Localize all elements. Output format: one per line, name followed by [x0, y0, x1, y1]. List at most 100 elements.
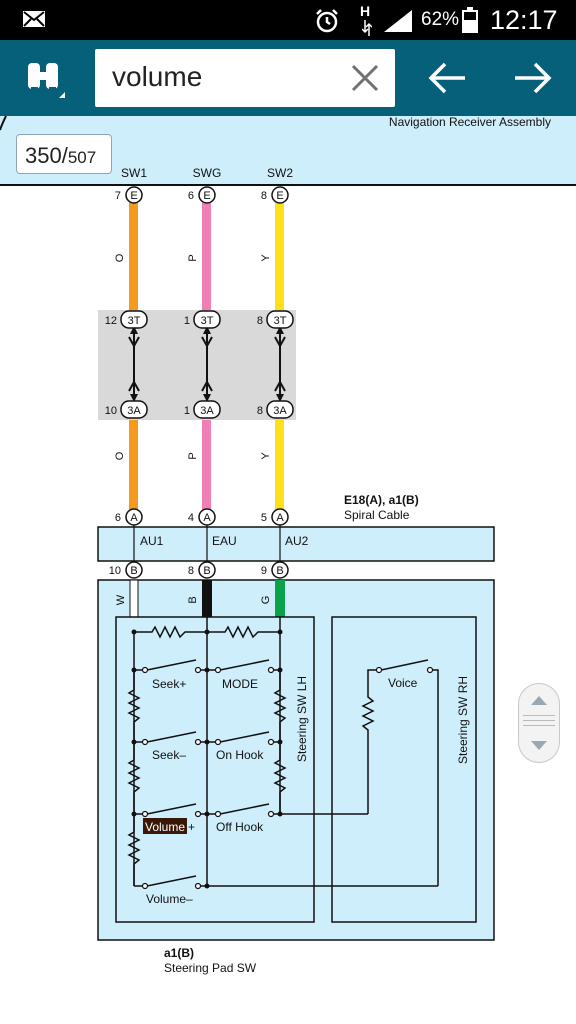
switch-label-voice: Voice: [388, 676, 418, 690]
switch-contacts: [141, 666, 275, 890]
wire-color-label: O: [114, 451, 126, 460]
steering-pad-panel: [97, 579, 495, 941]
connector-e: E 7 E 6 E 8: [115, 186, 289, 204]
junction-dots: [131, 629, 283, 889]
wire-color-label: Y: [260, 254, 272, 262]
svg-text:9: 9: [261, 565, 267, 577]
terminal-label-sw2: SW2: [267, 166, 293, 180]
wire-color-label: W: [115, 594, 127, 605]
toolbar: volume: [0, 40, 576, 116]
network-type: H: [360, 3, 371, 19]
svg-text:8: 8: [261, 190, 267, 202]
wire-color-label: Y: [260, 452, 272, 460]
scroll-grip: [523, 725, 555, 726]
junction-connector-3t: 3T 12 3T 1 3T 8: [105, 310, 294, 329]
assembly-title: Navigation Receiver Assembly: [389, 116, 551, 129]
signal-icon: [384, 10, 412, 32]
svg-text:3T: 3T: [128, 315, 141, 327]
junction-connector-3a: 3A 10 3A 1 3A 8: [105, 400, 294, 419]
arrow-left-icon[interactable]: [427, 61, 467, 95]
svg-text:B: B: [276, 565, 283, 577]
svg-text:1: 1: [184, 315, 190, 327]
svg-text:E: E: [276, 190, 283, 202]
wire-orange-upper: [129, 196, 138, 316]
svg-text:3A: 3A: [127, 405, 141, 417]
wire-yellow-upper: [275, 196, 284, 316]
switch-label-plus-sign: +: [188, 820, 195, 834]
svg-text:7: 7: [115, 190, 121, 202]
page-current: 350/507: [25, 143, 97, 168]
steering-sw-rh-label: Steering SW RH: [456, 676, 470, 764]
svg-text:10: 10: [109, 565, 121, 577]
wire-pink-lower: [202, 420, 211, 510]
steering-switch-lh: [115, 616, 438, 923]
wire-color-label: B: [187, 596, 199, 603]
spiral-cable-name: Spiral Cable: [344, 508, 410, 522]
wire-color-label: G: [260, 596, 272, 605]
data-arrows-icon: [362, 20, 372, 36]
terminal-label-swg: SWG: [193, 166, 222, 180]
search-input[interactable]: volume: [95, 49, 395, 107]
binoculars-icon[interactable]: [25, 58, 67, 100]
wire-black: [202, 580, 212, 617]
svg-text:E: E: [130, 190, 137, 202]
svg-text:EAU: EAU: [212, 534, 237, 548]
svg-text:3A: 3A: [200, 405, 214, 417]
svg-text:A: A: [130, 512, 138, 524]
wire-color-label: P: [187, 254, 199, 261]
wire-color-label: O: [114, 253, 126, 262]
rh-switch-contacts: [375, 666, 434, 674]
switch-label-on-hook: On Hook: [216, 748, 264, 762]
switch-label-volume-minus: Volume–: [146, 892, 193, 906]
switch-label-volume-plus: Volume: [145, 820, 185, 834]
steering-pad-ref: a1(B): [164, 946, 194, 960]
terminal-label-sw1: SW1: [121, 166, 147, 180]
svg-text:B: B: [130, 565, 137, 577]
switch-label-mode: MODE: [222, 677, 258, 691]
wire-white: [129, 579, 139, 618]
svg-text:8: 8: [257, 405, 263, 417]
page-total: 507: [67, 148, 97, 167]
steering-pad-name: Steering Pad SW: [164, 961, 257, 975]
connector-b: B 10 B 8 B 9: [109, 561, 289, 579]
svg-text:6: 6: [115, 512, 121, 524]
svg-text:12: 12: [105, 315, 117, 327]
svg-text:A: A: [203, 512, 211, 524]
wire-yellow-lower: [275, 420, 284, 510]
clock: 12:17: [490, 5, 558, 35]
message-icon: [23, 11, 45, 27]
svg-text:1: 1: [184, 405, 190, 417]
chevron-up-icon[interactable]: [529, 694, 549, 706]
search-input-value: volume: [112, 61, 203, 92]
steering-switch-rh: [331, 616, 477, 923]
svg-text:4: 4: [188, 512, 194, 524]
chevron-down-icon[interactable]: [529, 740, 549, 752]
svg-text:B: B: [203, 565, 210, 577]
page-scroll-control[interactable]: [518, 683, 560, 763]
svg-text:10: 10: [105, 405, 117, 417]
status-bar: H 62% 12:17: [0, 0, 576, 40]
search-highlight: [143, 818, 187, 834]
svg-text:AU2: AU2: [285, 534, 309, 548]
svg-text:3T: 3T: [201, 315, 214, 327]
page-counter[interactable]: 350/507: [16, 134, 112, 174]
connector-a: A 6 A 4 A 5: [115, 508, 289, 526]
switch-label-seek-plus: Seek+: [152, 677, 186, 691]
battery-icon: [462, 7, 478, 33]
wire-pink-upper: [202, 196, 211, 316]
switch-label-off-hook: Off Hook: [216, 820, 264, 834]
svg-text:E: E: [203, 190, 210, 202]
scroll-grip: [523, 720, 555, 721]
close-icon[interactable]: [351, 64, 379, 92]
svg-text:8: 8: [257, 315, 263, 327]
battery-percent: 62%: [421, 9, 460, 30]
spiral-cable-box: AU1 EAU AU2: [97, 525, 495, 562]
spiral-cable-ref: E18(A), a1(B): [344, 493, 419, 507]
svg-text:8: 8: [188, 565, 194, 577]
arrow-right-icon[interactable]: [513, 61, 553, 95]
svg-text:6: 6: [188, 190, 194, 202]
svg-text:3T: 3T: [274, 315, 287, 327]
wire-green: [275, 580, 285, 617]
switch-label-seek-minus: Seek–: [152, 748, 186, 762]
svg-text:3A: 3A: [273, 405, 287, 417]
